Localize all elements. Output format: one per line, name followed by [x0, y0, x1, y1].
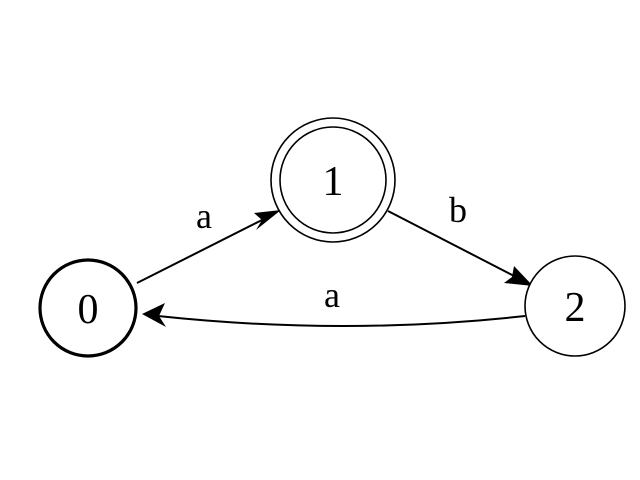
state-1: 1: [270, 117, 396, 243]
edge-label-2-0: a: [324, 275, 340, 315]
edge-line-0-1: [136, 217, 267, 284]
transition-0-to-1: a: [136, 196, 281, 284]
edge-line-2-0: [157, 315, 526, 327]
edge-label-0-1: a: [196, 196, 212, 236]
state-0: 0: [38, 258, 138, 358]
state-1-inner-circle: [279, 126, 387, 234]
arrowhead-1-2: [504, 266, 533, 286]
arrowhead-0-1: [254, 210, 281, 230]
state-0-circle: [38, 258, 138, 358]
edge-label-1-2: b: [449, 190, 467, 230]
state-2: 2: [524, 255, 626, 357]
transition-2-to-0: a: [142, 275, 526, 327]
edge-line-1-2: [387, 210, 519, 279]
state-2-circle: [524, 255, 626, 357]
state-2-label: 2: [565, 285, 586, 331]
state-1-label: 1: [323, 159, 344, 205]
state-0-label: 0: [78, 287, 99, 333]
arrowhead-2-0: [142, 303, 166, 327]
transition-1-to-2: b: [387, 190, 533, 286]
